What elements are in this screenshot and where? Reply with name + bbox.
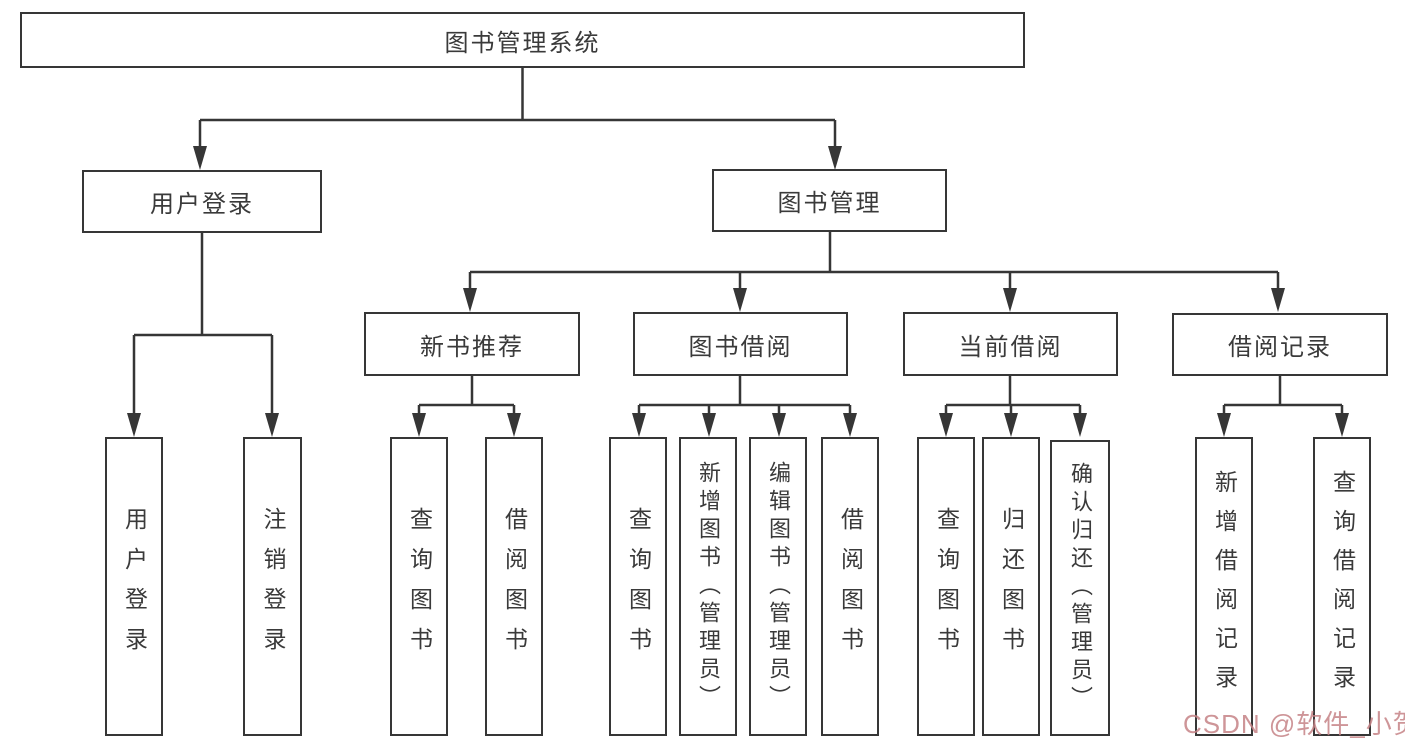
node-root: 图书管理系统 bbox=[20, 12, 1025, 68]
leaf-query-books-recommend: 查询图书 bbox=[390, 437, 448, 736]
node-book-borrow-label: 图书借阅 bbox=[688, 333, 793, 361]
node-user-login: 用户登录 bbox=[82, 170, 322, 233]
csdn-watermark: CSDN @软件_小贺同学 bbox=[1183, 709, 1405, 739]
node-user-login-label: 用户登录 bbox=[150, 191, 254, 218]
node-new-book-recommend: 新书推荐 bbox=[364, 312, 580, 376]
node-borrow-records: 借阅记录 bbox=[1172, 313, 1388, 376]
leaf-return-book: 归还图书 bbox=[982, 437, 1040, 736]
node-borrow-records-label: 借阅记录 bbox=[1228, 334, 1332, 361]
leaf-edit-book-admin: 编辑图书（管理员） bbox=[749, 437, 807, 736]
leaf-borrow-books-recommend: 借阅图书 bbox=[485, 437, 543, 736]
arrowheads bbox=[127, 146, 1349, 437]
node-current-borrow: 当前借阅 bbox=[903, 312, 1118, 376]
leaf-add-borrow-record: 新增借阅记录 bbox=[1195, 437, 1253, 736]
leaf-user-login: 用户登录 bbox=[105, 437, 163, 736]
leaf-borrow-books: 借阅图书 bbox=[821, 437, 879, 736]
leaf-query-borrow-record: 查询借阅记录 bbox=[1313, 437, 1371, 736]
leaf-logout: 注销登录 bbox=[243, 437, 302, 736]
node-book-management-label: 图书管理 bbox=[777, 190, 882, 217]
node-current-borrow-label: 当前借阅 bbox=[958, 333, 1063, 361]
leaf-query-books-borrow: 查询图书 bbox=[609, 437, 667, 736]
leaf-confirm-return-admin: 确认归还（管理员） bbox=[1050, 440, 1110, 736]
leaf-add-book-admin: 新增图书（管理员） bbox=[679, 437, 737, 736]
node-root-label: 图书管理系统 bbox=[444, 29, 601, 57]
node-book-management: 图书管理 bbox=[712, 169, 947, 232]
node-new-book-recommend-label: 新书推荐 bbox=[420, 333, 524, 361]
node-book-borrow: 图书借阅 bbox=[633, 312, 848, 376]
leaf-query-books-current: 查询图书 bbox=[917, 437, 975, 736]
